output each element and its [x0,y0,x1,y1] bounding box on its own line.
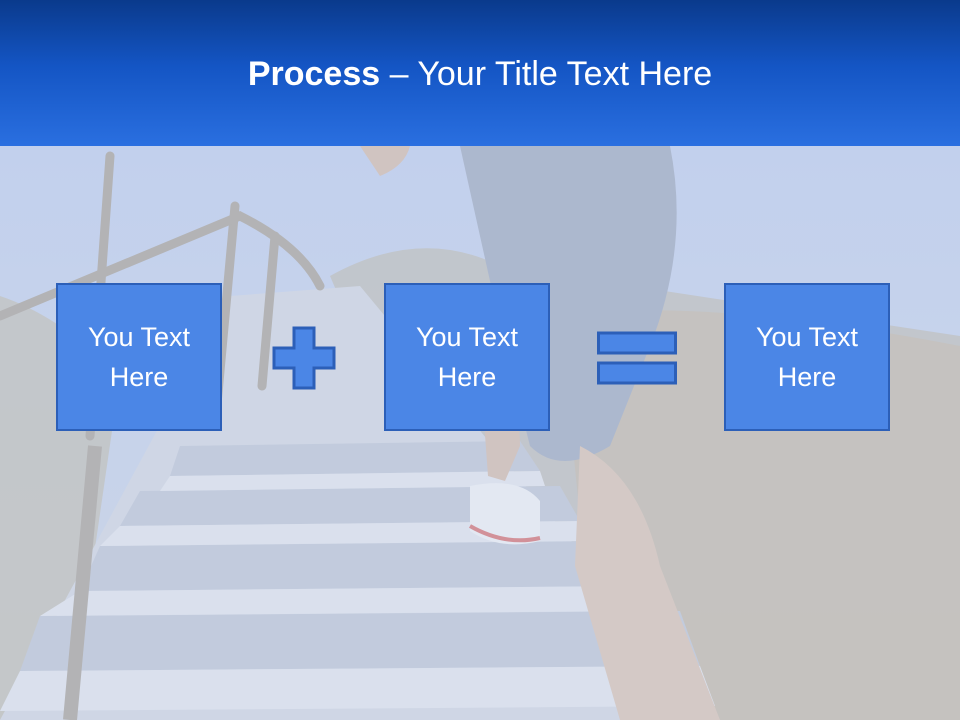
process-box-2-label: You Text Here [415,322,519,392]
equals-icon [597,331,677,385]
process-box-2[interactable]: You Text Here [384,283,550,431]
photo-overlay [0,146,960,720]
slide-title: Process – Your Title Text Here [0,52,960,96]
plus-icon [272,326,336,390]
background-photo [0,146,960,720]
header-band [0,0,960,146]
process-box-1-label: You Text Here [87,322,191,392]
process-box-3[interactable]: You Text Here [724,283,890,431]
process-box-1[interactable]: You Text Here [56,283,222,431]
process-box-3-label: You Text Here [755,322,859,392]
title-bold: Process [247,55,381,93]
title-rest: – Your Title Text Here [380,55,713,93]
